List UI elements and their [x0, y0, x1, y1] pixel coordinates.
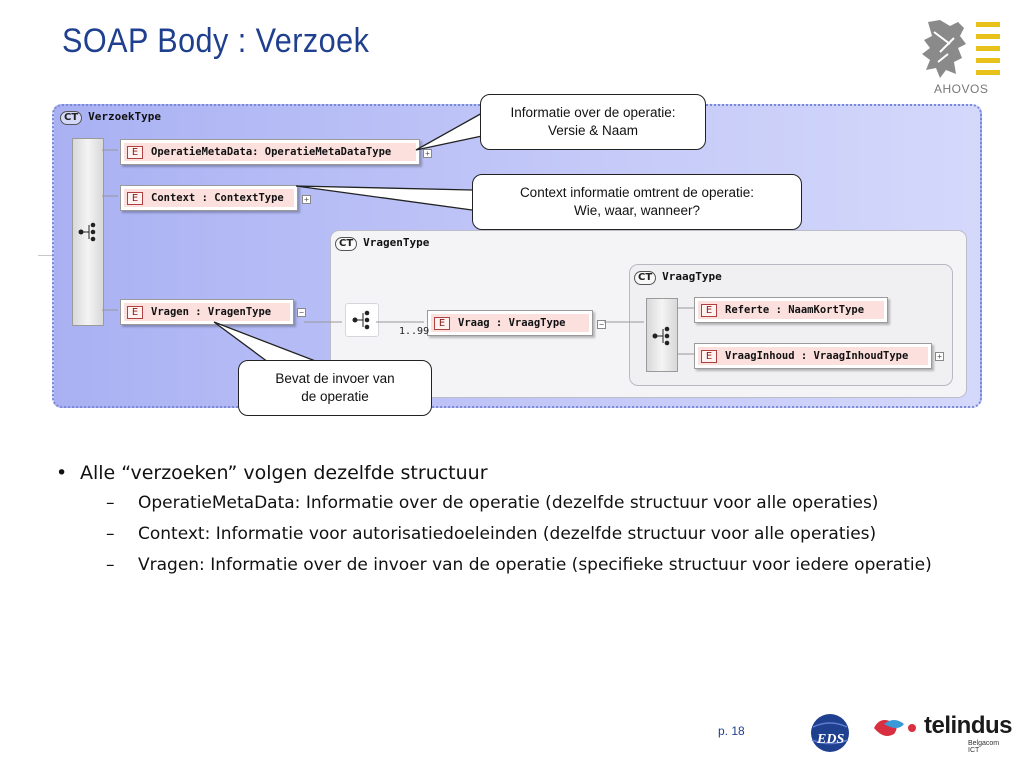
bullet-sub-3: –Vragen: Informatie over de invoer van d…: [106, 555, 932, 575]
referte-element[interactable]: E Referte : NaamKortType: [694, 297, 888, 323]
eds-globe-icon: EDS: [811, 714, 849, 752]
bullet-main: •Alle “verzoeken” volgen dezelfde struct…: [56, 462, 488, 484]
lion-icon: [922, 20, 966, 78]
page-number: p. 18: [718, 724, 745, 738]
context-label: Context : ContextType: [151, 192, 284, 204]
bullet-sub-1: –OperatieMetaData: Informatie over de op…: [106, 493, 879, 513]
telindus-wordmark: telindus: [924, 712, 1013, 739]
bullet-main-text: Alle “verzoeken” volgen dezelfde structu…: [80, 462, 488, 484]
callout-context-line2: Wie, waar, wanneer?: [573, 203, 701, 218]
element-badge: E: [434, 316, 450, 330]
callout-context: Context informatie omtrent de operatie: …: [472, 174, 802, 230]
callout-operatie: Informatie over de operatie: Versie & Na…: [480, 94, 706, 150]
bullet-sub-2-text: Context: Informatie voor autorisatiedoel…: [138, 524, 877, 544]
vragen-element[interactable]: E Vragen : VragenType: [120, 299, 294, 325]
sequence-icon: [352, 310, 370, 330]
element-badge: E: [127, 305, 143, 319]
vraag-label: Vraag : VraagType: [458, 317, 566, 329]
divider-line: [38, 255, 58, 256]
element-badge: E: [701, 303, 717, 317]
operatie-meta-data-label: OperatieMetaData: OperatieMetaDataType: [151, 146, 392, 158]
vraag-inhoud-label: VraagInhoud : VraagInhoudType: [725, 350, 909, 362]
telindus-subtitle: Belgacom ICT: [968, 740, 1000, 754]
callout-vragen: Bevat de invoer van de operatie: [238, 360, 432, 416]
referte-label: Referte : NaamKortType: [725, 304, 865, 316]
element-badge: E: [127, 145, 143, 159]
verzoek-type-label: VerzoekType: [88, 110, 162, 123]
expand-icon[interactable]: +: [423, 149, 432, 158]
ct-badge: CT: [634, 271, 657, 285]
vraag-element[interactable]: E Vraag : VraagType: [427, 310, 593, 336]
callout-vragen-line2: de operatie: [301, 389, 369, 404]
slide-title: SOAP Body : Verzoek: [62, 22, 370, 60]
bullet-sub-2: –Context: Informatie voor autorisatiedoe…: [106, 524, 877, 544]
vraag-type-label: VraagType: [662, 270, 722, 283]
callout-operatie-line1: Informatie over de operatie:: [510, 105, 676, 120]
expand-icon[interactable]: +: [935, 352, 944, 361]
collapse-icon[interactable]: −: [597, 320, 606, 329]
telindus-swoosh-icon: [874, 720, 916, 736]
sequence-icon: [78, 222, 96, 242]
vragen-sequence-card[interactable]: [345, 303, 379, 337]
eds-text: EDS: [816, 732, 844, 747]
bullet-sub-1-text: OperatieMetaData: Informatie over de ope…: [138, 493, 879, 513]
sequence-icon: [652, 326, 670, 346]
expand-icon[interactable]: +: [302, 195, 311, 204]
bullet-list: •Alle “verzoeken” volgen dezelfde struct…: [56, 462, 936, 577]
element-badge: E: [127, 191, 143, 205]
collapse-icon[interactable]: −: [297, 308, 306, 317]
callout-context-line1: Context informatie omtrent de operatie:: [519, 185, 755, 200]
eds-logo: EDS: [803, 713, 857, 753]
schema-diagram: CT VerzoekType E OperatieMetaData: Operati…: [52, 104, 982, 408]
vraag-inhoud-element[interactable]: E VraagInhoud : VraagInhoudType: [694, 343, 932, 369]
telindus-logo: telindus Belgacom ICT: [872, 712, 1013, 754]
vraag-sequence-bar[interactable]: [646, 298, 678, 372]
callout-operatie-line2: Versie & Naam: [547, 123, 639, 138]
verzoek-sequence-bar[interactable]: [72, 138, 104, 326]
element-badge: E: [701, 349, 717, 363]
multiplicity-label: 1..99: [399, 326, 430, 337]
ahovos-label: AHOVOS: [934, 82, 989, 96]
ahovos-logo: AHOVOS: [920, 18, 1006, 98]
verzoek-type-title: CT VerzoekType: [60, 110, 161, 125]
vragen-type-title: CT VragenType: [335, 236, 429, 251]
vragen-type-label: VragenType: [363, 236, 430, 249]
bullet-sub-3-text: Vragen: Informatie over de invoer van de…: [138, 555, 932, 575]
context-element[interactable]: E Context : ContextType: [120, 185, 298, 211]
ct-badge: CT: [335, 237, 358, 251]
vragen-label: Vragen : VragenType: [151, 306, 272, 318]
vraag-type-title: CT VraagType: [634, 270, 722, 285]
ct-badge: CT: [60, 111, 83, 125]
vraag-type-box: CT VraagType E Referte : NaamKortType E Vra…: [629, 264, 953, 386]
operatie-meta-data-element[interactable]: E OperatieMetaData: OperatieMetaDataType: [120, 139, 420, 165]
callout-vragen-line1: Bevat de invoer van: [275, 371, 395, 386]
